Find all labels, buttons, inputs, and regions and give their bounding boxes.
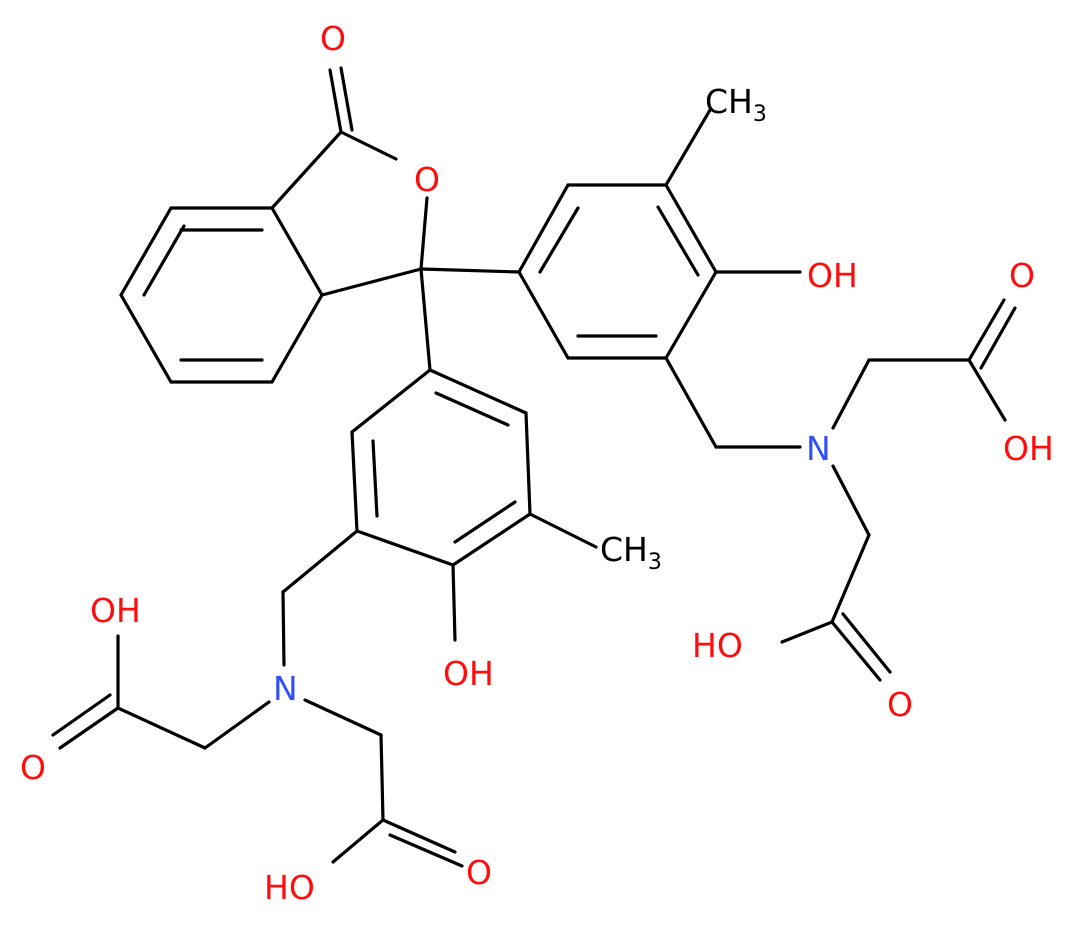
bond — [979, 306, 1017, 370]
far-right-acid-hydroxyl-label: OH — [1003, 429, 1054, 468]
bond — [841, 612, 892, 674]
bond — [328, 68, 343, 134]
bond — [664, 270, 718, 360]
bond — [270, 130, 343, 210]
bond — [320, 267, 423, 297]
bond — [451, 512, 532, 567]
bond — [453, 500, 517, 544]
bond — [281, 590, 286, 667]
bond — [371, 439, 379, 518]
bond — [967, 358, 1007, 422]
bond — [517, 270, 570, 360]
bond — [656, 205, 700, 277]
bond — [339, 66, 354, 132]
atom-labels: O O CH3 OH O OH N HO O CH3 OH OH N O HO … — [20, 19, 1054, 907]
bond — [451, 563, 457, 642]
bond — [419, 196, 429, 271]
right-lower-acid-hydroxyl-label: HO — [692, 626, 743, 665]
left-lower-acid-oxygen-label: O — [466, 853, 492, 892]
bond — [419, 267, 432, 372]
left-lower-acid-hydroxyl-label: HO — [264, 868, 315, 907]
bond — [780, 620, 834, 644]
bond — [428, 368, 528, 415]
bond — [831, 358, 871, 430]
right-lower-acid-oxygen-label: O — [887, 685, 913, 724]
bond — [350, 430, 359, 533]
center-methyl-label: CH3 — [600, 530, 662, 575]
right-nitrogen-label: N — [806, 429, 831, 468]
bond — [830, 533, 871, 624]
bond — [355, 529, 455, 567]
right-methyl-label: CH3 — [705, 82, 767, 127]
bond — [381, 818, 457, 854]
bond — [538, 206, 580, 274]
bond — [831, 464, 871, 537]
center-methyl-subscript: 3 — [648, 550, 662, 575]
bond — [303, 698, 383, 737]
bond — [528, 512, 598, 549]
bond — [270, 293, 324, 384]
bond — [517, 183, 570, 274]
bond — [116, 706, 207, 750]
carbonyl-oxygen-label: O — [320, 19, 346, 58]
bond — [967, 298, 1006, 362]
center-hydroxyl-label: OH — [443, 654, 494, 693]
bond — [119, 293, 173, 384]
bond — [339, 130, 398, 161]
left-upper-acid-hydroxyl-label: OH — [90, 591, 141, 630]
bond — [142, 224, 186, 297]
bond — [281, 529, 359, 594]
bond — [388, 833, 464, 868]
bond — [58, 706, 120, 750]
left-upper-acid-oxygen-label: O — [20, 748, 46, 787]
bond — [379, 733, 385, 822]
bond — [524, 411, 532, 516]
far-right-acid-oxygen-label: O — [1009, 256, 1035, 295]
bond — [119, 206, 173, 297]
bond — [434, 391, 510, 427]
bond — [270, 206, 324, 297]
bond — [664, 108, 712, 187]
right-hydroxyl-label: OH — [807, 256, 858, 295]
right-methyl-main: CH — [705, 82, 753, 121]
bond — [331, 818, 385, 864]
bond — [419, 267, 521, 274]
bond — [830, 620, 882, 682]
ring-oxygen-label: O — [414, 160, 440, 199]
bonds — [51, 66, 1017, 868]
center-methyl-main: CH — [600, 530, 648, 569]
bond — [350, 368, 432, 434]
bond — [51, 693, 112, 737]
bond — [664, 356, 718, 449]
right-methyl-subscript: 3 — [753, 102, 767, 127]
bond — [664, 183, 718, 274]
left-nitrogen-label: N — [273, 669, 298, 708]
bond — [203, 700, 271, 750]
